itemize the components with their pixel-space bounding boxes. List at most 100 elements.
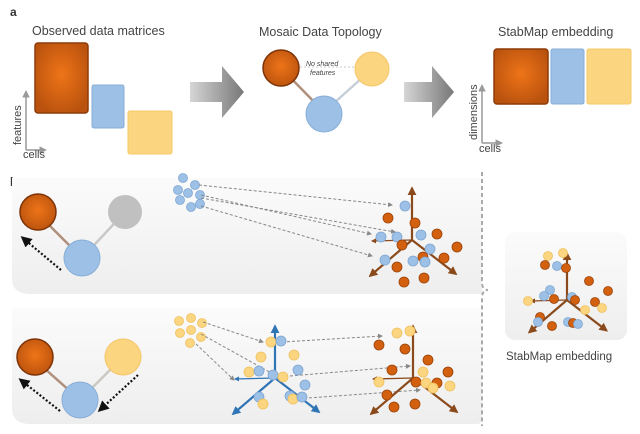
blue-embedding-block	[550, 48, 585, 105]
data-point	[427, 382, 439, 394]
data-point	[415, 229, 427, 241]
cell-dot	[186, 202, 196, 212]
data-point	[388, 401, 400, 413]
cell-dot	[197, 318, 207, 328]
data-point	[417, 366, 429, 378]
data-point	[570, 295, 580, 305]
cell-dot	[195, 199, 205, 209]
data-point	[379, 254, 391, 266]
data-point	[409, 217, 421, 229]
data-point	[287, 393, 299, 405]
node-yellow	[104, 338, 142, 376]
data-point	[382, 212, 394, 224]
bracket-divider	[481, 172, 489, 426]
data-point	[545, 285, 555, 295]
data-point	[539, 291, 549, 301]
data-point	[552, 261, 562, 271]
node-blue	[61, 381, 99, 419]
final-embedded-points	[523, 248, 613, 331]
cell-dot	[186, 325, 196, 335]
data-point	[296, 391, 308, 403]
observed-title: Observed data matrices	[32, 24, 165, 38]
dashed-arrow	[281, 333, 383, 343]
yellow-embedding-block	[586, 48, 632, 105]
dashed-arrow	[200, 197, 396, 234]
topology-step-2	[16, 338, 142, 419]
cell-dot	[174, 316, 184, 326]
data-point	[549, 294, 559, 304]
data-point	[424, 243, 436, 255]
data-point	[523, 296, 533, 306]
data-point	[265, 336, 277, 348]
data-point	[597, 303, 607, 313]
data-point	[442, 366, 454, 378]
axis-right-down	[411, 239, 458, 276]
projection-dashed-arrows	[198, 184, 396, 258]
projection-arrow	[18, 378, 61, 412]
data-point	[299, 379, 311, 391]
data-point	[584, 276, 594, 286]
embedded-points	[243, 325, 456, 413]
dashed-arrow	[195, 343, 235, 381]
yellow-cell-cluster	[174, 313, 207, 348]
node-orange	[262, 49, 300, 87]
data-point	[451, 241, 463, 253]
data-point	[257, 398, 269, 410]
node-yellow	[354, 51, 390, 87]
node-blue	[63, 239, 101, 277]
data-point	[418, 272, 430, 284]
node-grey	[108, 195, 142, 229]
data-point	[243, 366, 255, 378]
data-point	[399, 200, 411, 212]
data-point	[540, 260, 550, 270]
orange-matrix	[34, 42, 89, 114]
cell-dot	[196, 332, 206, 342]
data-point	[255, 351, 267, 363]
data-point	[573, 319, 583, 329]
cells-axis-label: cells	[23, 149, 46, 161]
data-point	[603, 286, 613, 296]
data-point	[419, 256, 431, 268]
projection-dashed-arrows	[195, 321, 421, 400]
data-point	[561, 263, 571, 273]
cell-dot	[175, 328, 185, 338]
data-point	[277, 371, 289, 383]
data-point	[373, 339, 385, 351]
data-point	[292, 364, 304, 376]
data-point	[407, 255, 419, 267]
cell-dot	[186, 313, 196, 323]
arrow-right-icon	[404, 66, 454, 118]
data-point	[543, 251, 553, 261]
data-point	[375, 231, 387, 243]
orange-embedding-block	[493, 48, 549, 105]
data-point	[399, 343, 411, 355]
data-point	[444, 380, 456, 392]
data-point	[398, 276, 410, 288]
data-point	[410, 376, 422, 388]
yellow-matrix	[127, 110, 173, 155]
dashed-arrow	[202, 321, 264, 344]
dashed-arrow	[293, 387, 421, 400]
data-point	[386, 364, 398, 376]
data-point	[267, 369, 279, 381]
data-point	[391, 327, 403, 339]
axis-back	[529, 298, 568, 304]
cell-dot	[190, 180, 200, 190]
brown-3d-axes	[527, 251, 608, 334]
cell-dot	[173, 185, 183, 195]
mosaic-data-topology: Mosaic Data Topology No shared features	[259, 25, 390, 133]
cell-dot	[185, 338, 195, 348]
final-embedding-caption: StabMap embedding	[506, 351, 612, 363]
node-orange	[16, 338, 54, 376]
data-point	[404, 325, 416, 337]
data-point	[547, 321, 557, 331]
topology-title: Mosaic Data Topology	[259, 25, 383, 39]
data-point	[381, 389, 393, 401]
data-point	[391, 261, 403, 273]
cell-dot	[183, 188, 193, 198]
data-point	[373, 376, 385, 388]
data-point	[409, 398, 421, 410]
axis-left-down	[527, 299, 568, 334]
stabmap-embedding-matrix: StabMap embedding dimensions cells	[468, 25, 632, 155]
data-point	[580, 305, 590, 315]
